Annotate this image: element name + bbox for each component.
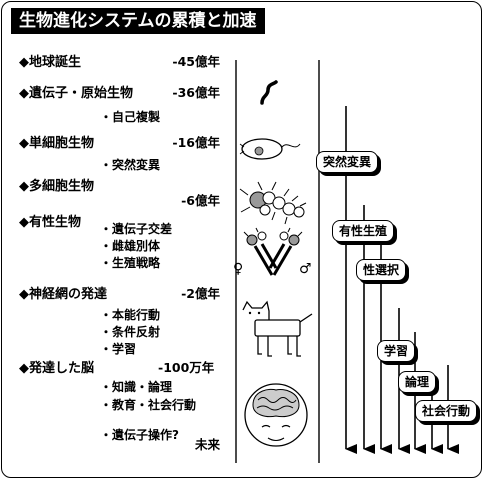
stage-label-multicell: ◆多細胞生物 (19, 179, 94, 194)
stage-label-unicell: ◆単細胞生物 (19, 136, 94, 151)
stage-label-earth: ◆地球誕生 (19, 55, 81, 70)
stage-time-gene: -36億年 (172, 85, 220, 100)
sub-dioecy: ・雌雄別体 (100, 239, 161, 253)
sub-learning: ・学習 (100, 342, 137, 356)
female-symbol: ♀ (233, 261, 244, 277)
sub-knowledge-logic: ・知識・論理 (100, 380, 173, 394)
stage-time-unicell: -16億年 (172, 135, 220, 150)
dog-icon (242, 300, 313, 357)
stage-time-brain: -100万年 (158, 360, 215, 375)
multicell-worm-icon (239, 181, 307, 225)
sub-reproductive-strategy: ・生殖戦略 (100, 256, 161, 270)
diagram-title: 生物進化システムの累積と加速 (11, 8, 265, 34)
stage-label-neural: ◆神経網の発達 (19, 287, 107, 302)
stage-label-gene: ◆遺伝子・原始生物 (19, 86, 133, 101)
system-tag-sexual-reproduction: 有性生殖 (332, 220, 395, 242)
sub-self-replication: ・自己複製 (100, 110, 161, 124)
sexual-organisms-icon (243, 227, 303, 276)
dna-strand-icon (260, 80, 278, 105)
single-cell-icon (239, 138, 301, 160)
sub-mutation: ・突然変異 (100, 158, 161, 172)
system-tag-sexual-selection: 性選択 (356, 259, 407, 281)
sub-conditioned-reflex: ・条件反射 (100, 325, 161, 339)
stage-label-sexual: ◆有性生物 (19, 215, 81, 230)
stage-time-multicell: -6億年 (181, 193, 220, 208)
future-time: 未来 (194, 437, 220, 452)
stage-label-brain: ◆発達した脳 (19, 361, 94, 376)
stage-time-earth: -45億年 (172, 54, 220, 69)
system-tag-social: 社会行動 (415, 400, 478, 422)
sub-instinct: ・本能行動 (100, 308, 161, 322)
system-tag-logic: 論理 (398, 371, 437, 393)
sub-gene-manipulation: ・遺伝子操作? (100, 428, 179, 442)
male-symbol: ♂ (299, 261, 312, 277)
sub-crossover: ・遺伝子交差 (100, 222, 173, 236)
brain-head-icon (244, 383, 308, 447)
sub-education-society: ・教育・社会行動 (100, 398, 197, 412)
system-tag-learning: 学習 (377, 340, 416, 362)
system-tag-mutation: 突然変異 (316, 151, 379, 173)
stage-time-neural: -2億年 (181, 286, 220, 301)
